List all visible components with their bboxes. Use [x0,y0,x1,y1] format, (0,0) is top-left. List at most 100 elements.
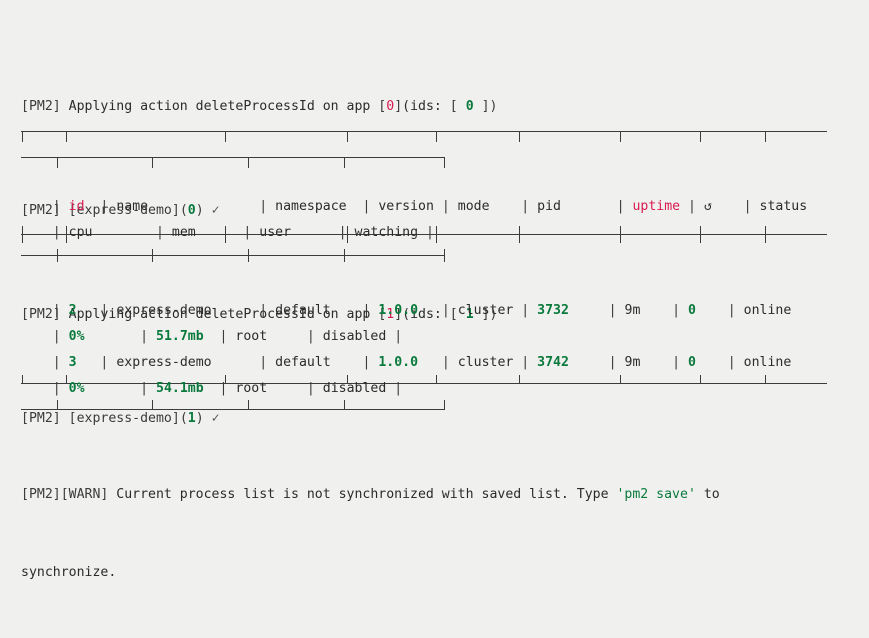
ids-bracket-open: [ [449,99,466,114]
cell-sep: | [52,303,69,318]
table-header-divider [21,234,827,235]
log-line-1: [PM2] Applying action deleteProcessId on… [21,94,497,120]
border-tick [225,375,226,384]
cell-sep: | [52,225,69,240]
cell-status: online [743,355,792,370]
cell-sep: | [418,225,434,240]
check-icon: ✓ [211,203,220,218]
cell-sep: | [76,355,117,370]
cell-namespace: default [275,355,331,370]
border-tick [444,157,445,168]
cell-restarts: 0 [688,355,696,370]
cell-watching: disabled [322,381,387,396]
cell-name: express-demo [116,355,212,370]
border-tick [248,249,249,262]
pm2-prefix: [PM2] [21,99,61,114]
app-index: 0 [386,99,395,114]
table-row[interactable]: | 3 | express-demo | default | 1.0.0 | c… [21,324,792,402]
header-uptime[interactable]: uptime [632,199,681,214]
cell-sep: | [346,199,379,214]
pm2-log-output: [PM2] Applying action deleteProcessId on… [21,16,497,484]
cell-sep: | [84,381,157,396]
cell-sep: | [52,199,69,214]
header-id[interactable]: id [68,199,85,214]
cell-user: root [235,381,268,396]
header-pid[interactable]: pid [537,199,561,214]
header-namespace[interactable]: namespace [275,199,347,214]
table-row[interactable]: | 2 | express-demo | default | 1.0.0 | c… [21,272,792,350]
log-message: Applying action deleteProcessId on app [60,307,379,322]
bracket-open: [ [378,99,387,114]
border-tick [57,400,58,410]
cell-sep: | [203,381,236,396]
header-name[interactable]: name [116,199,149,214]
table-row-secondary[interactable]: | 0% | 54.1mb | root | disabled | [21,350,402,428]
cell-watching: disabled [322,329,387,344]
border-tick [519,131,520,142]
border-tick [765,375,766,384]
cell-sep: | [330,303,379,318]
table-row-secondary[interactable]: | 0% | 51.7mb | root | disabled | [21,298,402,376]
cell-restarts: 0 [688,303,696,318]
border-tick [57,157,58,168]
border-tick [152,157,153,168]
cell-sep: | [203,329,236,344]
border-tick [620,131,621,142]
header-cpu[interactable]: cpu [68,225,93,240]
warning-line-1: [PM2][WARN] Current process list is not … [21,482,720,508]
cell-sep: | [52,355,69,370]
pm2-prefix: [PM2] [21,307,61,322]
cell-sep: | [640,303,689,318]
cell-sep: | [561,199,633,214]
border-tick [248,157,249,168]
subtable-header-divider [21,255,445,256]
border-tick [347,226,348,243]
table-header-row-primary: | id | name | namespace | version | mode… [21,168,807,246]
subtable-bottom-border [21,409,445,410]
log-line-2: [PM2] [express-demo](0) ✓ [21,198,497,224]
cell-sep: | [291,225,355,240]
header-mode[interactable]: mode [457,199,490,214]
cell-sep: | [386,329,403,344]
border-tick [436,131,437,142]
cell-sep: | [695,303,744,318]
border-tick [620,226,621,243]
table-top-border [21,131,827,132]
bracket-open: [ [378,307,387,322]
paren-open: ( [179,203,188,218]
check-icon: ✓ [211,411,220,426]
header-user[interactable]: user [259,225,292,240]
warn-badge: [WARN] [60,487,109,502]
cell-sep: | [386,381,403,396]
header-status[interactable]: status [759,199,808,214]
cell-sep: | [330,355,379,370]
cell-sep: | [76,303,117,318]
cell-sep: | [52,329,69,344]
cell-sep: | [267,381,323,396]
terminal-window: [PM2] Applying action deleteProcessId on… [21,16,827,580]
app-name-bracketed: [express-demo] [68,411,180,426]
ids-bracket-close: ]) [473,307,498,322]
bracket-close: ] [394,307,403,322]
header-mem[interactable]: mem [171,225,196,240]
border-tick [344,249,345,262]
warning-message: [PM2][WARN] Current process list is not … [21,430,720,638]
subtable-top-border [21,157,445,158]
cell-version: 1.0.0 [378,355,419,370]
ids-label: (ids: [402,307,450,322]
header-watching[interactable]: watching [354,225,419,240]
border-tick [344,157,345,168]
paren-open: ( [179,411,188,426]
pm2-save-command[interactable]: 'pm2 save' [616,487,696,502]
border-tick [765,226,766,243]
cell-sep: | [92,225,172,240]
cell-uptime: 9m [624,355,641,370]
warning-text: Current process list is not synchronized… [108,487,617,502]
cell-sep: | [711,199,760,214]
border-tick [57,249,58,262]
border-tick [225,226,226,243]
app-index: 1 [386,307,395,322]
header-version[interactable]: version [378,199,434,214]
border-tick [22,226,23,243]
cell-id: 2 [68,303,77,318]
